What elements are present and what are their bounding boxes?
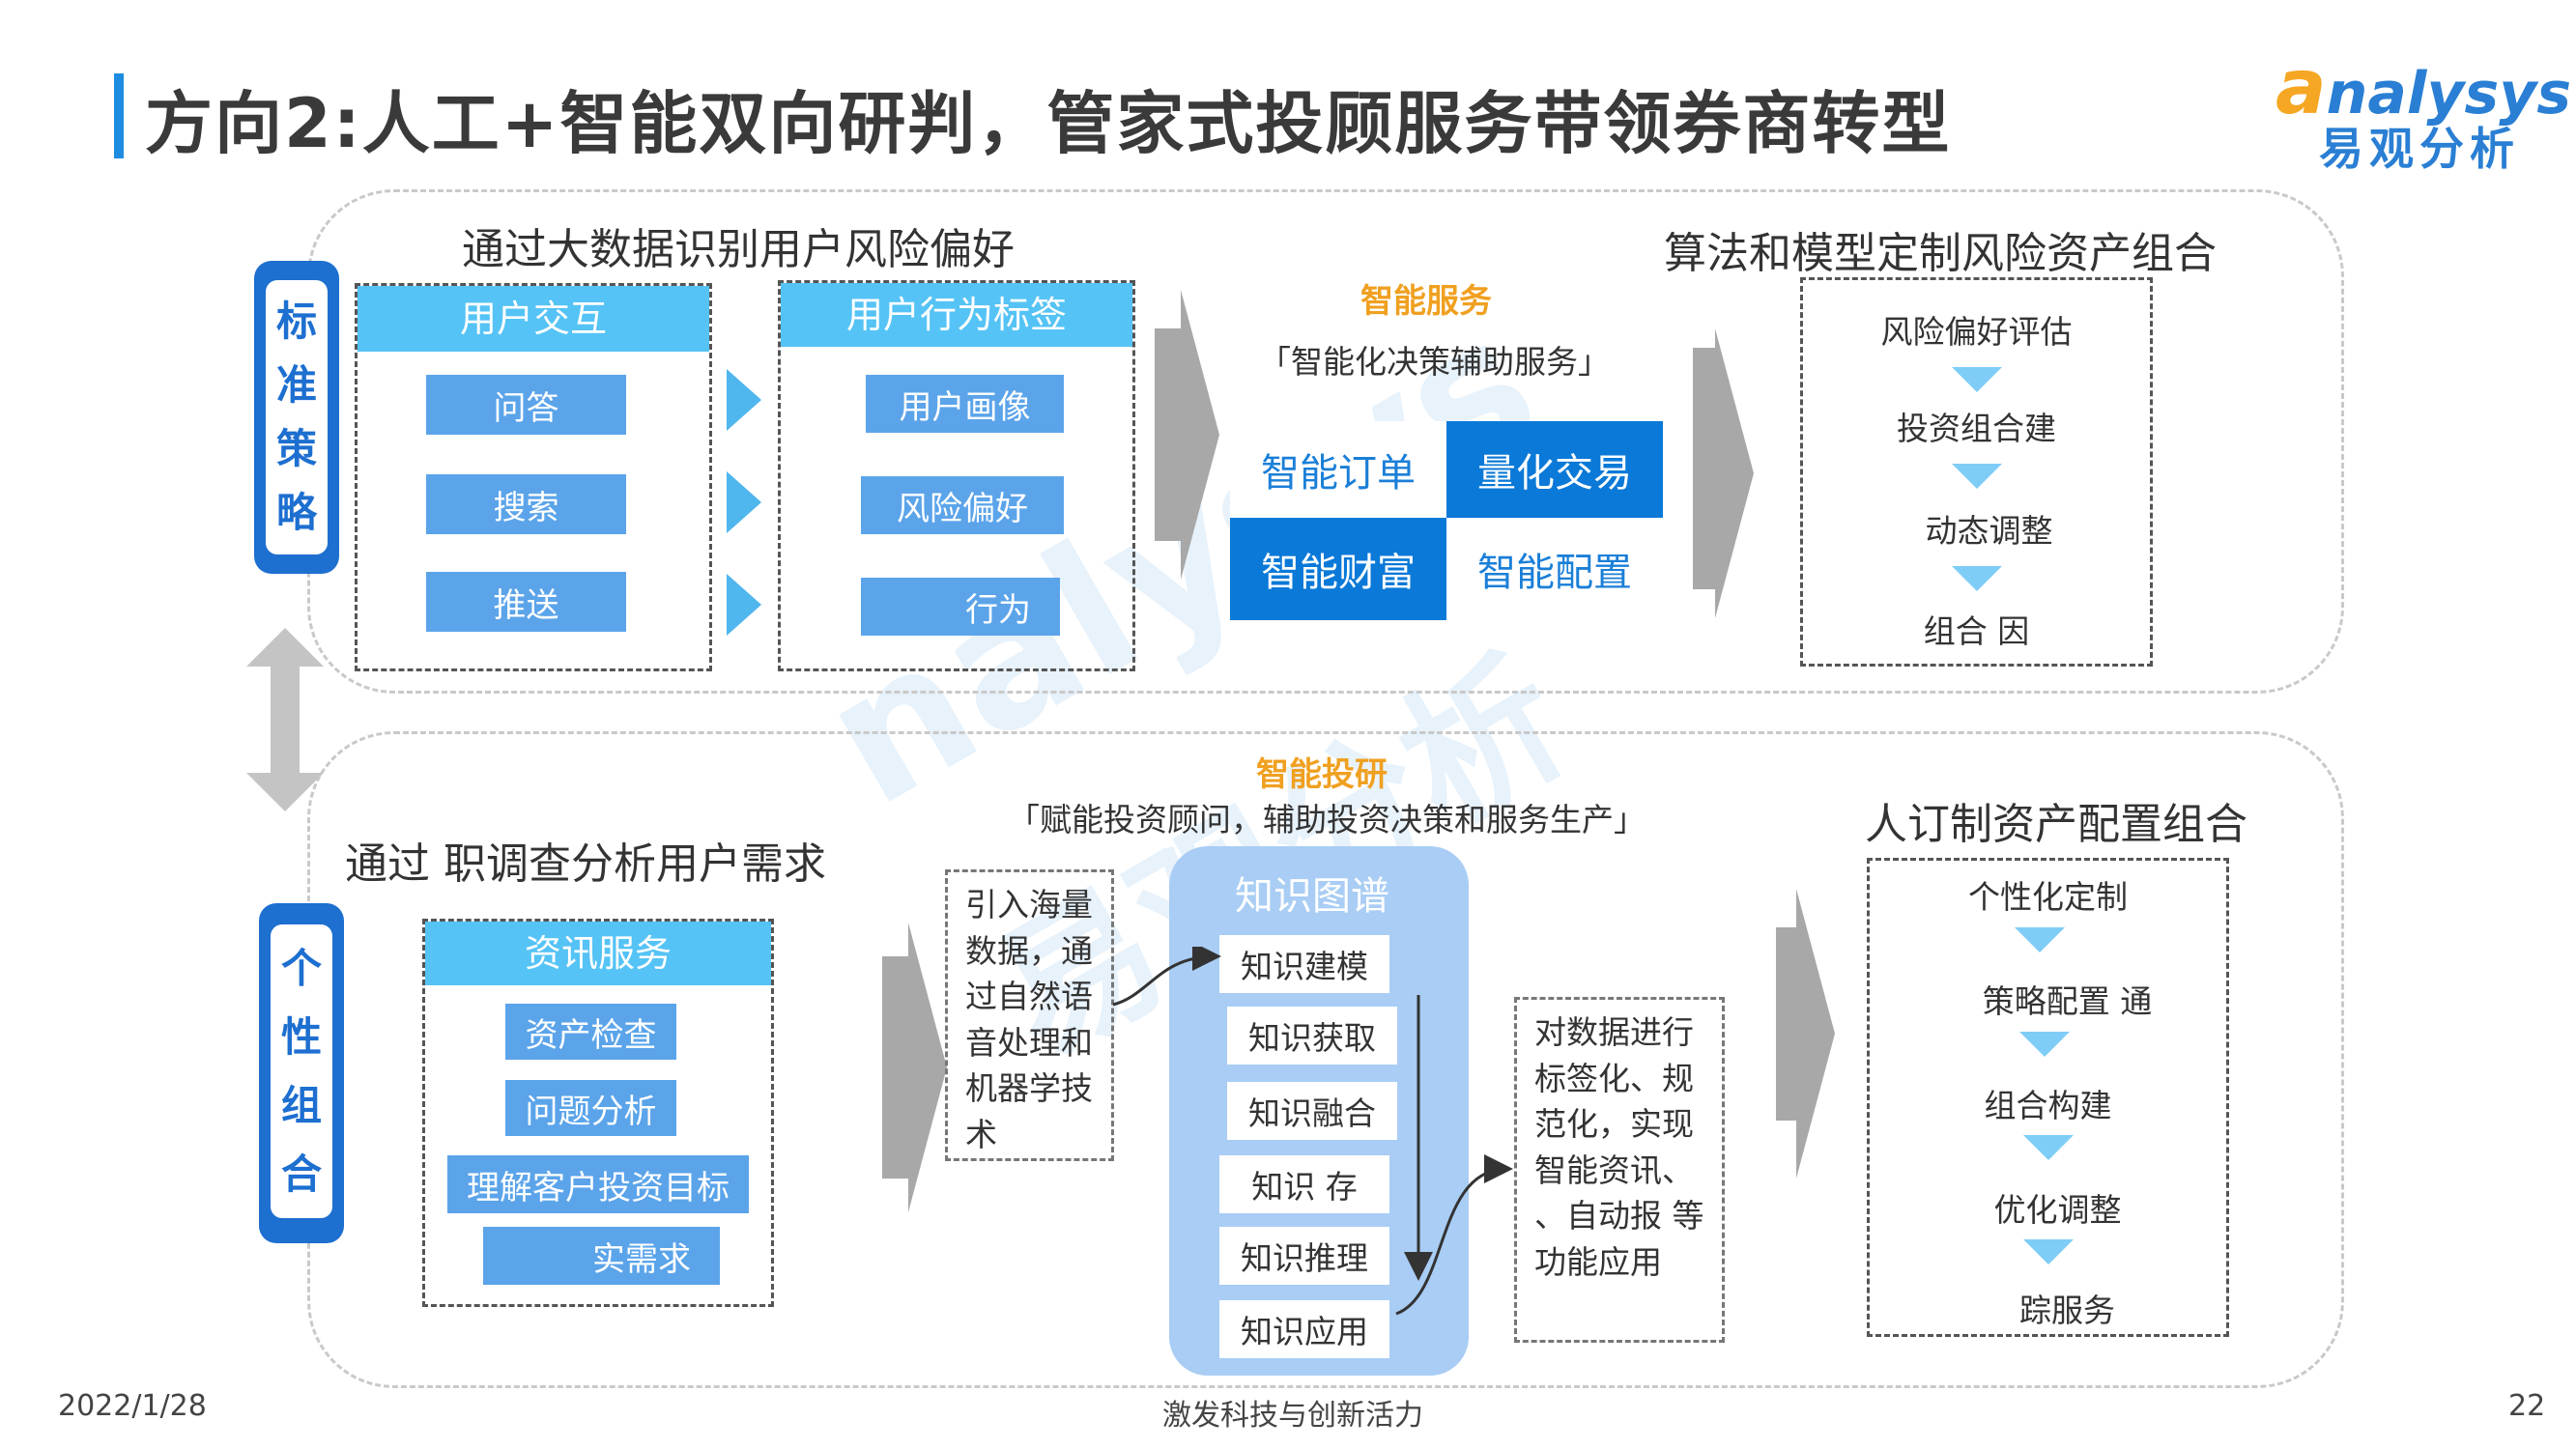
flow-arrow-icon bbox=[908, 923, 947, 1212]
chip-qa: 问答 bbox=[426, 375, 626, 435]
footer-date: 2022/1/28 bbox=[58, 1389, 207, 1423]
knowledge-graph-title: 知识图谱 bbox=[1235, 874, 1389, 919]
chip-push: 推送 bbox=[426, 572, 626, 632]
step-strategy-config: 策略配置 通 bbox=[1982, 982, 2153, 1020]
arrow-down-icon bbox=[1952, 566, 2002, 591]
risk-preference-heading: 通过大数据识别用户风险偏好 bbox=[462, 225, 1015, 274]
standard-strategy-tab: 标 准 策 略 bbox=[254, 261, 339, 574]
tab-char: 合 bbox=[280, 1150, 322, 1198]
smart-service-label: 智能服务 bbox=[1360, 282, 1492, 321]
kg-item-fusion: 知识融合 bbox=[1227, 1082, 1397, 1140]
flow-arrow-bar bbox=[882, 956, 909, 1179]
kg-item-modeling: 知识建模 bbox=[1219, 935, 1389, 993]
arrow-down-icon bbox=[2023, 1239, 2074, 1264]
info-service-box bbox=[422, 919, 774, 1307]
step-risk-assessment: 风险偏好评估 bbox=[1880, 313, 2073, 351]
chip-client-goals: 理解客户投资目标 bbox=[447, 1155, 749, 1213]
tile-smart-wealth: 智能财富 bbox=[1230, 518, 1446, 620]
flow-arrow-icon bbox=[1181, 290, 1219, 580]
tab-char: 组 bbox=[280, 1081, 322, 1129]
tab-char: 个 bbox=[280, 944, 322, 992]
tab-char: 标 bbox=[275, 298, 317, 345]
personalized-portfolio-tab: 个 性 组 合 bbox=[259, 903, 344, 1243]
arrow-down-icon bbox=[1952, 367, 2002, 392]
step-portfolio-factor: 组合 因 bbox=[1923, 612, 2030, 650]
tile-quant-trading: 量化交易 bbox=[1446, 421, 1663, 518]
footer-tagline: 激发科技与创新活力 bbox=[1162, 1399, 1423, 1433]
kg-item-storage: 知识 存 bbox=[1219, 1155, 1389, 1213]
custom-allocation-heading: 人订制资产配置组合 bbox=[1865, 800, 2247, 849]
tab-char: 策 bbox=[275, 425, 317, 472]
brand-logo: analysys bbox=[2275, 44, 2571, 131]
behavior-tags-header: 用户行为标签 bbox=[781, 283, 1132, 347]
tile-smart-allocation: 智能配置 bbox=[1446, 518, 1663, 620]
flow-arrow-icon bbox=[1715, 328, 1754, 618]
arrow-down-icon bbox=[2023, 1135, 2074, 1160]
info-service-header: 资讯服务 bbox=[425, 922, 771, 985]
flow-arrow-bar bbox=[1155, 328, 1182, 541]
double-arrow-icon bbox=[246, 628, 324, 811]
data-output-box: 对数据进行标签化、规范化，实现智能资讯、 、自动报 等功能应用 bbox=[1514, 997, 1725, 1343]
arrow-right-icon bbox=[727, 471, 761, 533]
arrow-right-icon bbox=[727, 369, 761, 431]
chip-asset-check: 资产检查 bbox=[505, 1004, 676, 1060]
custom-steps-box bbox=[1867, 858, 2229, 1337]
step-tracking-service: 踪服务 bbox=[2019, 1292, 2115, 1329]
tile-smart-order: 智能订单 bbox=[1230, 421, 1446, 518]
arrow-down-icon bbox=[2015, 927, 2065, 952]
user-interaction-box bbox=[355, 283, 712, 671]
user-interaction-header: 用户交互 bbox=[358, 286, 709, 352]
flow-arrow-bar bbox=[1693, 348, 1716, 589]
kg-item-application: 知识应用 bbox=[1219, 1300, 1389, 1358]
tab-char: 略 bbox=[275, 489, 317, 536]
page-title: 方向2:人工+智能双向研判，管家式投顾服务带领券商转型 bbox=[145, 84, 1952, 163]
page-number: 22 bbox=[2508, 1389, 2546, 1423]
chip-problem-analysis: 问题分析 bbox=[505, 1080, 676, 1136]
chip-user-profile: 用户画像 bbox=[866, 375, 1064, 433]
step-dynamic-adjust: 动态调整 bbox=[1925, 512, 2053, 550]
tab-char: 准 bbox=[275, 361, 317, 409]
chip-search: 搜索 bbox=[426, 474, 626, 534]
logo-letter: a bbox=[2275, 44, 2327, 131]
chip-behavior: 行为 bbox=[861, 578, 1060, 636]
flow-arrow-icon bbox=[1796, 889, 1835, 1179]
step-portfolio-construct: 组合构建 bbox=[1984, 1087, 2112, 1124]
logo-text: nalysys bbox=[2326, 60, 2572, 128]
step-personalized: 个性化定制 bbox=[1968, 878, 2128, 916]
smart-service-subtitle: 「智能化决策辅助服务」 bbox=[1259, 343, 1610, 381]
kg-item-acquisition: 知识获取 bbox=[1227, 1007, 1397, 1065]
flow-arrow-bar bbox=[1776, 927, 1797, 1121]
algorithm-portfolio-heading: 算法和模型定制风险资产组合 bbox=[1664, 229, 2217, 278]
chip-real-needs: 实需求 bbox=[483, 1227, 720, 1285]
connector-arrows bbox=[1112, 947, 1513, 1316]
tab-char: 性 bbox=[280, 1012, 322, 1061]
user-needs-heading: 通过 职调查分析用户需求 bbox=[345, 839, 826, 889]
smart-research-label: 智能投研 bbox=[1256, 755, 1388, 794]
arrow-down-icon bbox=[1952, 464, 2002, 489]
arrow-down-icon bbox=[2019, 1032, 2070, 1057]
step-portfolio-build: 投资组合建 bbox=[1897, 410, 2056, 447]
title-accent-bar bbox=[114, 73, 124, 158]
kg-item-reasoning: 知识推理 bbox=[1219, 1227, 1389, 1285]
smart-research-subtitle: 「赋能投资顾问，辅助投资决策和服务生产」 bbox=[1008, 801, 1646, 838]
data-intro-box: 引入海量数据，通过自然语音处理和机器学技术 bbox=[945, 869, 1114, 1161]
behavior-tags-box bbox=[778, 280, 1135, 671]
brand-logo-cn: 易观分析 bbox=[2319, 123, 2520, 175]
arrow-right-icon bbox=[727, 574, 761, 636]
chip-risk-preference: 风险偏好 bbox=[861, 476, 1064, 534]
risk-steps-box bbox=[1800, 277, 2153, 667]
step-optimize: 优化调整 bbox=[1993, 1191, 2122, 1229]
